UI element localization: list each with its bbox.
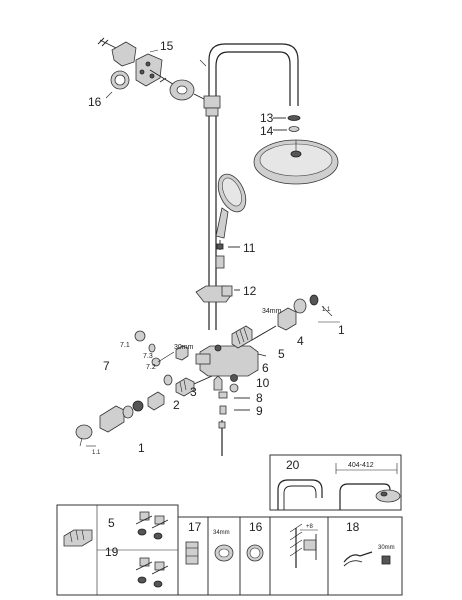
washers-13-14 xyxy=(273,115,301,132)
head-shower xyxy=(253,139,339,185)
callout-13: 13 xyxy=(260,111,274,125)
callout-7-2: 7.2 xyxy=(146,364,156,371)
dimension-plus8: +8 xyxy=(306,524,314,530)
slider-12 xyxy=(195,285,240,303)
table-col-16: 16 xyxy=(249,520,263,534)
callout-12: 12 xyxy=(243,284,257,298)
callout-3: 3 xyxy=(190,385,197,399)
callout-7-3: 7.3 xyxy=(143,353,153,360)
callout-10: 10 xyxy=(256,376,270,390)
callout-8: 8 xyxy=(256,391,263,405)
spare-parts-table: 5 19 17 34mm 16 +8 xyxy=(56,504,403,596)
right-connector-parts xyxy=(231,294,340,349)
dimension-34mm-table: 34mm xyxy=(213,530,230,536)
callout-1-1-bottom: 1.1 xyxy=(92,450,101,456)
hand-shower xyxy=(215,173,247,250)
callout-16: 16 xyxy=(88,95,102,109)
callout-6: 6 xyxy=(262,361,269,375)
callout-9: 9 xyxy=(256,404,263,418)
dimension-34mm-top: 34mm xyxy=(262,308,282,315)
callout-7: 7 xyxy=(103,359,110,373)
inset-dimension: 404-412 xyxy=(348,462,374,469)
callout-15: 15 xyxy=(160,39,174,53)
table-row-19: 19 xyxy=(105,545,119,559)
table-col-17: 17 xyxy=(188,520,202,534)
inset-label-20: 20 xyxy=(286,458,300,472)
lower-valve-parts xyxy=(218,374,250,456)
callout-7-1: 7.1 xyxy=(120,342,130,349)
callout-1-1-top: 1.1 xyxy=(322,307,331,313)
table-row-5: 5 xyxy=(108,516,115,530)
dimension-30mm: 30mm xyxy=(174,344,194,351)
callout-1-bottom: 1 xyxy=(138,441,145,455)
callout-14: 14 xyxy=(260,124,274,138)
shower-riser-pipe xyxy=(199,43,299,330)
callout-5: 5 xyxy=(278,347,285,361)
table-col-18: 18 xyxy=(346,520,360,534)
dimension-30mm-table: 30mm xyxy=(378,545,395,551)
callout-2: 2 xyxy=(173,398,180,412)
callout-1-top: 1 xyxy=(338,323,345,337)
dimension-inset: 20 404-412 xyxy=(269,454,402,511)
thermostat-body xyxy=(195,344,267,391)
left-connector-parts xyxy=(75,330,213,447)
hose-connector-11 xyxy=(215,243,240,269)
wall-bracket-assembly xyxy=(97,37,207,101)
callout-4: 4 xyxy=(297,334,304,348)
callout-11: 11 xyxy=(243,241,256,255)
